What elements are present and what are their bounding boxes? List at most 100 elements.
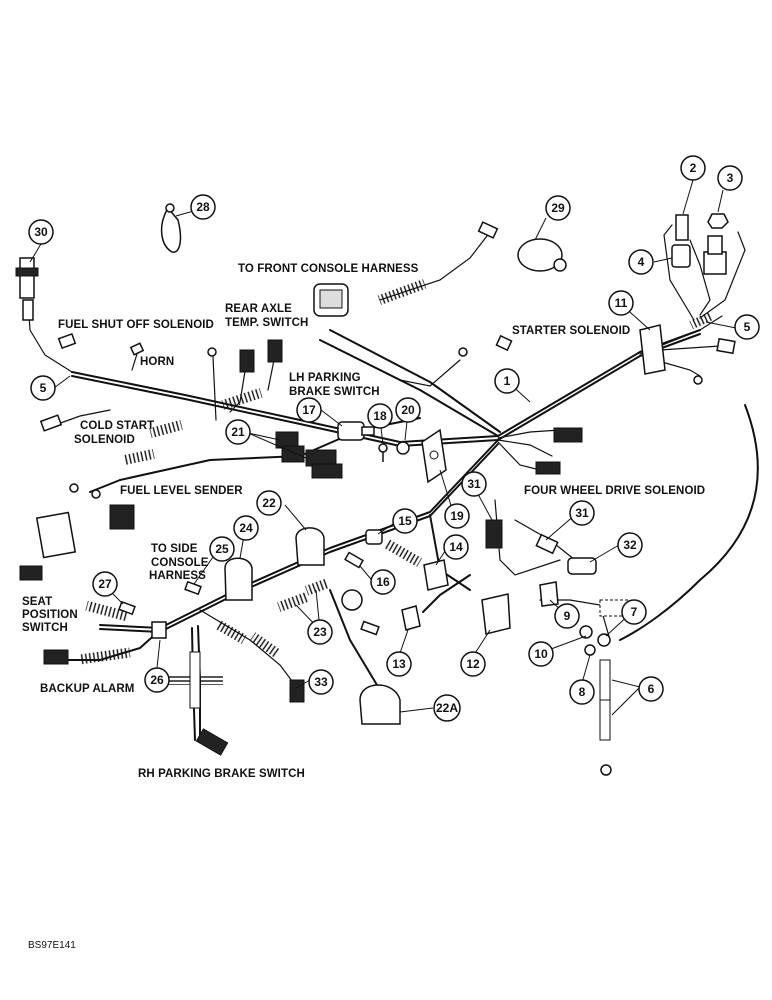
rear-axle-connectors bbox=[207, 339, 283, 373]
label-horn: HORN bbox=[140, 356, 174, 368]
callout-13: 13 bbox=[386, 651, 412, 677]
callout-29: 29 bbox=[545, 195, 571, 221]
label-backup-alarm: BACKUP ALARM bbox=[40, 683, 134, 695]
svg-text:5: 5 bbox=[744, 320, 751, 334]
callout-20: 20 bbox=[395, 397, 421, 423]
svg-text:22: 22 bbox=[262, 496, 276, 510]
svg-text:17: 17 bbox=[302, 403, 316, 417]
connectors-31-32 bbox=[485, 519, 597, 575]
rh-parking-connector bbox=[195, 728, 229, 756]
callout-10: 10 bbox=[528, 641, 554, 667]
callout-5b: 5 bbox=[734, 314, 760, 340]
callout-8: 8 bbox=[569, 679, 595, 705]
callout-18: 18 bbox=[367, 403, 393, 429]
connector-21 bbox=[275, 431, 343, 479]
svg-text:21: 21 bbox=[231, 425, 245, 439]
clamp-22a bbox=[359, 684, 401, 725]
grommet-15 bbox=[365, 529, 383, 545]
svg-text:29: 29 bbox=[551, 201, 565, 215]
svg-text:30: 30 bbox=[34, 225, 48, 239]
svg-text:11: 11 bbox=[615, 296, 628, 310]
svg-text:8: 8 bbox=[579, 685, 586, 699]
callout-23: 23 bbox=[307, 619, 333, 645]
callout-14: 14 bbox=[443, 534, 469, 560]
label-cold-start-1: COLD START bbox=[80, 420, 154, 432]
callout-12: 12 bbox=[460, 651, 486, 677]
cold-start-connector bbox=[39, 414, 63, 432]
callout-15: 15 bbox=[392, 508, 418, 534]
svg-text:10: 10 bbox=[534, 647, 548, 661]
label-to-side-1: TO SIDE bbox=[151, 543, 198, 555]
callout-25: 25 bbox=[209, 536, 235, 562]
callout-7: 7 bbox=[621, 599, 647, 625]
svg-text:31: 31 bbox=[575, 506, 589, 520]
svg-text:23: 23 bbox=[313, 625, 327, 639]
svg-text:19: 19 bbox=[450, 509, 464, 523]
label-rear-axle-1: REAR AXLE bbox=[225, 303, 292, 315]
callout-4: 4 bbox=[628, 249, 654, 275]
callout-30: 30 bbox=[28, 219, 54, 245]
label-cold-start-2: SOLENOID bbox=[74, 434, 135, 446]
label-seat-3: SWITCH bbox=[22, 622, 68, 634]
label-fuel-shut-off: FUEL SHUT OFF SOLENOID bbox=[58, 319, 214, 331]
svg-text:9: 9 bbox=[564, 609, 571, 623]
callout-16: 16 bbox=[370, 569, 396, 595]
callout-1: 1 bbox=[494, 368, 520, 394]
svg-text:18: 18 bbox=[373, 409, 387, 423]
switch-17 bbox=[337, 421, 375, 441]
switches-2-3-4 bbox=[671, 213, 729, 275]
bracket-12 bbox=[481, 593, 511, 635]
svg-text:24: 24 bbox=[239, 521, 253, 535]
bolt-25 bbox=[184, 580, 202, 596]
callout-33: 33 bbox=[308, 669, 334, 695]
bracket-19 bbox=[421, 428, 447, 484]
text-labels: TO FRONT CONSOLE HARNESS REAR AXLE TEMP.… bbox=[22, 263, 705, 951]
label-to-front-console-harness: TO FRONT CONSOLE HARNESS bbox=[238, 263, 419, 275]
callout-6: 6 bbox=[638, 676, 664, 702]
callout-9: 9 bbox=[554, 603, 580, 629]
svg-text:27: 27 bbox=[98, 577, 112, 591]
clip-13 bbox=[401, 605, 421, 631]
callout-31a: 31 bbox=[461, 471, 487, 497]
svg-text:25: 25 bbox=[215, 542, 229, 556]
svg-text:22A: 22A bbox=[436, 701, 458, 715]
svg-text:33: 33 bbox=[314, 675, 328, 689]
svg-text:31: 31 bbox=[467, 477, 481, 491]
callout-3: 3 bbox=[717, 165, 743, 191]
callout-22a: 22A bbox=[433, 694, 461, 722]
label-rh-parking: RH PARKING BRAKE SWITCH bbox=[138, 768, 305, 780]
callout-22: 22 bbox=[256, 490, 282, 516]
svg-text:13: 13 bbox=[392, 657, 406, 671]
label-to-side-2: CONSOLE bbox=[151, 557, 209, 569]
label-lh-parking-1: LH PARKING bbox=[289, 372, 361, 384]
svg-text:20: 20 bbox=[401, 403, 415, 417]
callout-24: 24 bbox=[233, 515, 259, 541]
label-seat-1: SEAT bbox=[22, 596, 52, 608]
svg-text:16: 16 bbox=[376, 575, 390, 589]
callout-19: 19 bbox=[444, 503, 470, 529]
clamp-28 bbox=[160, 203, 182, 253]
bolt-27 bbox=[118, 600, 136, 616]
backup-alarm-connector bbox=[43, 649, 69, 665]
label-to-side-3: HARNESS bbox=[149, 570, 206, 582]
svg-text:3: 3 bbox=[727, 171, 734, 185]
svg-text:32: 32 bbox=[623, 538, 637, 552]
label-seat-2: POSITION bbox=[22, 609, 78, 621]
svg-text:26: 26 bbox=[150, 673, 164, 687]
figure-code: BS97E141 bbox=[28, 940, 76, 951]
callouts: 30 28 29 3 2 4 11 5 5 1 17 18 20 21 19 3… bbox=[28, 155, 760, 722]
callout-17: 17 bbox=[296, 397, 322, 423]
side-console-connector bbox=[35, 504, 135, 559]
terminal-hardware bbox=[539, 581, 629, 776]
svg-text:28: 28 bbox=[196, 200, 210, 214]
callout-27: 27 bbox=[92, 571, 118, 597]
nut-20 bbox=[396, 441, 410, 455]
front-console-connector bbox=[313, 283, 349, 317]
bracket-11 bbox=[458, 324, 736, 385]
callout-21: 21 bbox=[225, 419, 251, 445]
svg-text:2: 2 bbox=[690, 161, 697, 175]
convoluted-tubing bbox=[79, 279, 714, 741]
svg-text:14: 14 bbox=[449, 540, 463, 554]
clip-14 bbox=[423, 559, 449, 591]
